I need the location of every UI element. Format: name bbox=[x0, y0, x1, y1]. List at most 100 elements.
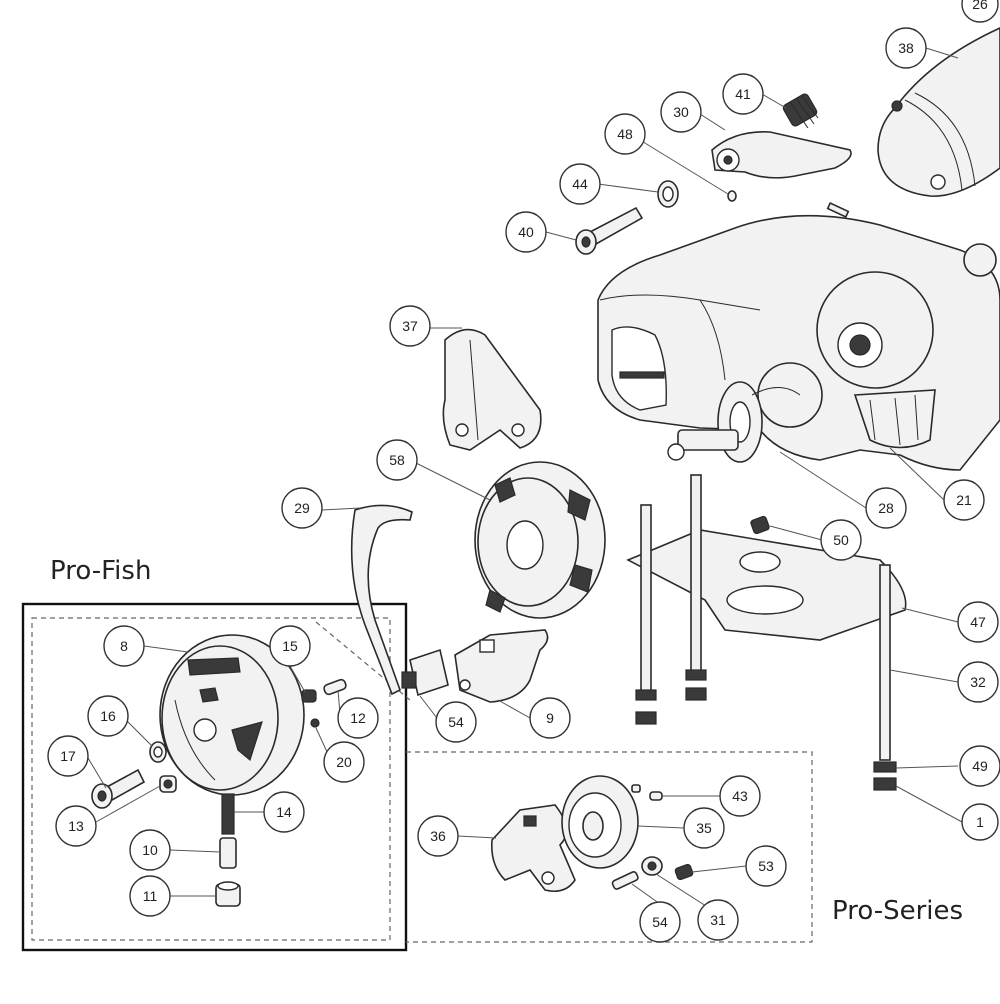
callout-32: 32 bbox=[957, 661, 999, 703]
callout-number: 48 bbox=[617, 126, 633, 142]
callout-10: 10 bbox=[129, 829, 171, 871]
callout-13: 13 bbox=[55, 805, 97, 847]
callout-number: 8 bbox=[120, 638, 128, 654]
callout-16: 16 bbox=[87, 695, 129, 737]
gypsy-58 bbox=[474, 461, 606, 619]
callout-circle bbox=[269, 625, 311, 667]
callout-14: 14 bbox=[263, 791, 305, 833]
callout-53: 53 bbox=[745, 845, 787, 887]
callout-circle bbox=[337, 697, 379, 739]
studs-32 bbox=[635, 474, 897, 791]
bracket-9 bbox=[454, 629, 549, 703]
callout-circle bbox=[47, 735, 89, 777]
callout-circle bbox=[943, 479, 985, 521]
callout-26: 26 bbox=[961, 0, 999, 23]
callout-number: 21 bbox=[956, 492, 972, 508]
callout-circle bbox=[865, 487, 907, 529]
callout-circle bbox=[505, 211, 547, 253]
callout-number: 28 bbox=[878, 500, 894, 516]
callout-circle bbox=[263, 791, 305, 833]
callout-circle bbox=[961, 0, 999, 23]
callout-41: 41 bbox=[722, 73, 764, 115]
callout-number: 30 bbox=[673, 104, 689, 120]
callout-number: 26 bbox=[972, 0, 988, 12]
callout-number: 38 bbox=[898, 40, 914, 56]
callout-number: 54 bbox=[652, 914, 668, 930]
callout-1: 1 bbox=[961, 803, 999, 841]
motor bbox=[877, 27, 1000, 197]
callout-31: 31 bbox=[697, 899, 739, 941]
callout-number: 9 bbox=[546, 710, 554, 726]
callout-circle bbox=[129, 875, 171, 917]
callout-12: 12 bbox=[337, 697, 379, 739]
callout-number: 17 bbox=[60, 748, 76, 764]
callout-number: 11 bbox=[143, 888, 158, 904]
callout-number: 37 bbox=[402, 318, 418, 334]
callout-circle bbox=[281, 487, 323, 529]
callout-circle bbox=[959, 745, 1000, 787]
bolt-17 bbox=[91, 768, 146, 809]
nut-31 bbox=[641, 856, 663, 876]
washer-44 bbox=[657, 180, 679, 208]
callout-circle bbox=[529, 697, 571, 739]
callout-circle bbox=[957, 661, 999, 703]
callout-number: 40 bbox=[518, 224, 534, 240]
callout-circle bbox=[885, 27, 927, 69]
callout-circle bbox=[129, 829, 171, 871]
callout-circle bbox=[103, 625, 145, 667]
callout-circle bbox=[719, 775, 761, 817]
callout-circle bbox=[559, 163, 601, 205]
callout-number: 50 bbox=[833, 532, 849, 548]
callout-circle bbox=[722, 73, 764, 115]
nut-13 bbox=[159, 775, 177, 793]
callout-58: 58 bbox=[376, 439, 418, 481]
ball-20 bbox=[310, 718, 320, 728]
callout-44: 44 bbox=[559, 163, 601, 205]
pro-fish-outline-box bbox=[21, 602, 408, 952]
callout-number: 20 bbox=[336, 754, 352, 770]
callout-number: 54 bbox=[448, 714, 464, 730]
callout-circle bbox=[745, 845, 787, 887]
callout-number: 49 bbox=[972, 758, 988, 774]
callout-9: 9 bbox=[529, 697, 571, 739]
callout-number: 44 bbox=[572, 176, 588, 192]
pro-fish-label: Pro-Fish bbox=[50, 556, 152, 586]
nut-50 bbox=[750, 515, 770, 535]
callout-number: 58 bbox=[389, 452, 405, 468]
washer-16 bbox=[149, 741, 167, 763]
callout-11: 11 bbox=[129, 875, 171, 917]
base-plate-47 bbox=[626, 529, 907, 641]
callout-number: 14 bbox=[276, 804, 292, 820]
callout-number: 10 bbox=[142, 842, 158, 858]
callout-43: 43 bbox=[719, 775, 761, 817]
callout-number: 32 bbox=[970, 674, 986, 690]
spring-41 bbox=[782, 93, 819, 129]
callout-54a: 54 bbox=[435, 701, 477, 743]
callout-number: 47 bbox=[970, 614, 986, 630]
pin-48 bbox=[727, 190, 737, 202]
cap-11 bbox=[215, 881, 241, 907]
spring-14 bbox=[221, 793, 235, 835]
leader-lines bbox=[87, 47, 963, 907]
callout-circle bbox=[957, 601, 999, 643]
pro-fish-dashed-box bbox=[31, 617, 391, 941]
pin-43 bbox=[631, 784, 663, 801]
callout-circle bbox=[683, 807, 725, 849]
callout-17: 17 bbox=[47, 735, 89, 777]
sleeve-10 bbox=[219, 837, 237, 869]
callout-49: 49 bbox=[959, 745, 1000, 787]
callout-35: 35 bbox=[683, 807, 725, 849]
callout-number: 12 bbox=[350, 710, 366, 726]
bracket-54 bbox=[401, 648, 449, 697]
callout-number: 13 bbox=[68, 818, 84, 834]
winch-housing bbox=[597, 201, 1000, 471]
callout-54b: 54 bbox=[639, 901, 681, 943]
callout-number: 36 bbox=[430, 828, 446, 844]
callout-circle bbox=[639, 901, 681, 943]
drum-cover-8 bbox=[159, 634, 305, 796]
pulley-35 bbox=[561, 775, 639, 869]
callout-number: 43 bbox=[732, 788, 748, 804]
callout-circle bbox=[604, 113, 646, 155]
callout-47: 47 bbox=[957, 601, 999, 643]
